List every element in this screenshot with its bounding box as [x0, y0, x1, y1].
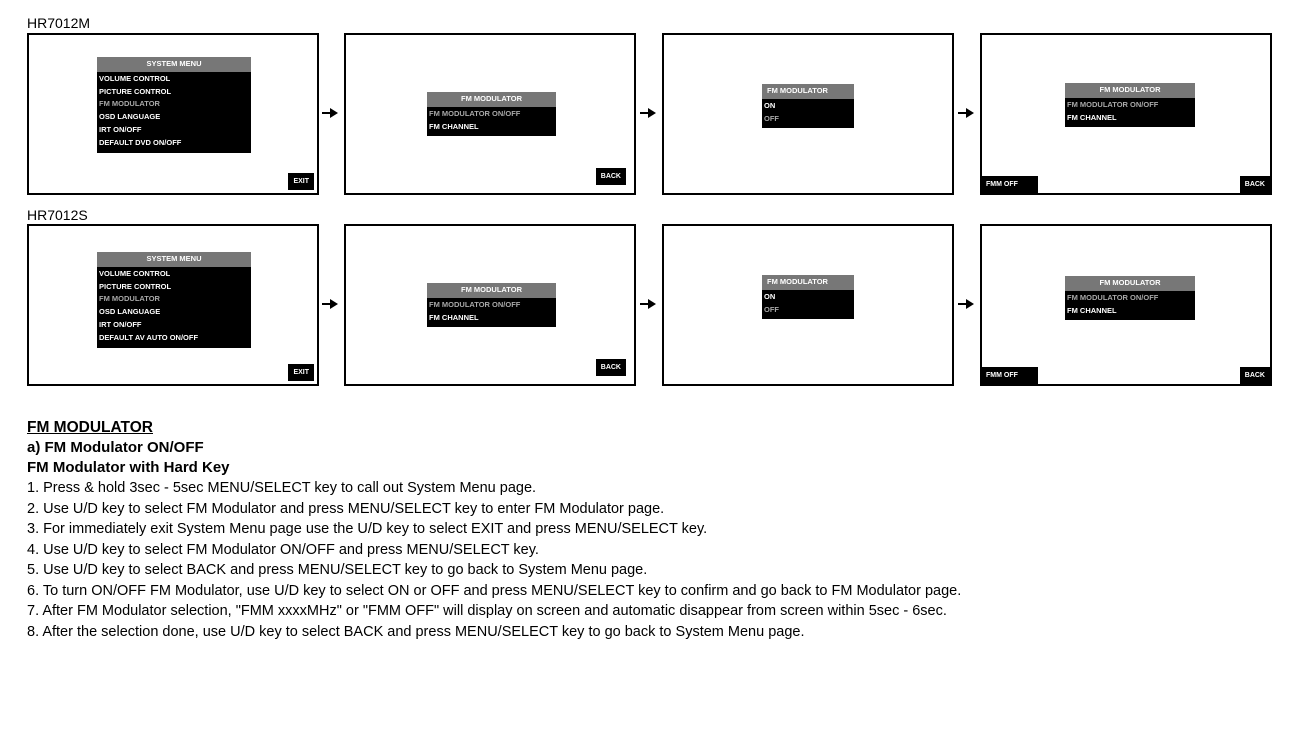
fm-modulator-title: FM MODULATOR [1065, 276, 1195, 291]
step: 7. After FM Modulator selection, "FMM xx… [27, 603, 947, 619]
screen-fm-on-off: FM MODULATOR ON OFF [662, 33, 954, 195]
step: 4. Use U/D key to select FM Modulator ON… [27, 541, 539, 558]
step: 2. Use U/D key to select FM Modulator an… [27, 500, 665, 517]
fm-modulator-panel: FM MODULATOR FM MODULATOR ON/OFF FM CHAN… [427, 283, 556, 328]
menu-item-default-av-auto[interactable]: DEFAULT AV AUTO ON/OFF [99, 332, 199, 342]
step: 5. Use U/D key to select BACK and press … [27, 562, 648, 578]
menu-item-default-dvd[interactable]: DEFAULT DVD ON/OFF [99, 137, 182, 147]
screen-system-menu: SYSTEM MENU VOLUME CONTROL PICTURE CONTR… [27, 33, 319, 195]
menu-item-off[interactable]: OFF [764, 113, 779, 123]
arrow-right-icon [958, 108, 974, 118]
step: 8. After the selection done, use U/D key… [27, 623, 805, 640]
menu-item-picture-control[interactable]: PICTURE CONTROL [99, 281, 172, 291]
menu-item-fm-channel[interactable]: FM CHANNEL [429, 312, 479, 322]
model-label-hr7012s: HR7012S [27, 207, 88, 223]
menu-item-irt-on-off[interactable]: IRT ON/OFF [99, 319, 142, 329]
back-button[interactable]: BACK [595, 359, 626, 376]
exit-button[interactable]: EXIT [288, 173, 314, 190]
fm-on-off-panel: FM MODULATOR ON OFF [762, 275, 854, 320]
menu-item-fm-modulator-on-off[interactable]: FM MODULATOR ON/OFF [1067, 292, 1159, 302]
arrow-right-icon [640, 108, 656, 118]
back-button[interactable]: BACK [595, 168, 626, 185]
fmm-status-badge: FMM OFF [982, 367, 1038, 384]
arrow-right-icon [640, 299, 656, 309]
step: 1. Press & hold 3sec - 5sec MENU/SELECT … [27, 480, 537, 496]
model-label-hr7012m: HR7012M [27, 15, 91, 31]
menu-item-volume-control[interactable]: VOLUME CONTROL [99, 73, 171, 83]
fm-modulator-panel: FM MODULATOR FM MODULATOR ON/OFF FM CHAN… [1065, 83, 1195, 128]
menu-item-fm-modulator-on-off[interactable]: FM MODULATOR ON/OFF [429, 108, 521, 118]
steps-list: 1. Press & hold 3sec - 5sec MENU/SELECT … [27, 478, 1277, 642]
fm-on-off-title: FM MODULATOR [762, 275, 854, 290]
fm-modulator-title: FM MODULATOR [427, 92, 556, 107]
screen-fm-on-off: FM MODULATOR ON OFF [662, 224, 954, 386]
screen-system-menu: SYSTEM MENU VOLUME CONTROL PICTURE CONTR… [27, 224, 319, 386]
system-menu-title: SYSTEM MENU [97, 252, 251, 267]
exit-button[interactable]: EXIT [288, 364, 314, 381]
arrow-right-icon [322, 108, 338, 118]
menu-item-osd-language[interactable]: OSD LANGUAGE [99, 112, 161, 122]
menu-item-osd-language[interactable]: OSD LANGUAGE [99, 307, 161, 317]
menu-item-fm-channel[interactable]: FM CHANNEL [429, 121, 479, 131]
instructions: FM MODULATOR a) FM Modulator ON/OFF FM M… [27, 418, 1277, 642]
section-title: FM MODULATOR [27, 419, 153, 436]
system-menu-panel: SYSTEM MENU VOLUME CONTROL PICTURE CONTR… [97, 57, 251, 153]
menu-item-picture-control[interactable]: PICTURE CONTROL [99, 86, 172, 96]
screen-fm-modulator: FM MODULATOR FM MODULATOR ON/OFF FM CHAN… [344, 224, 636, 386]
menu-item-fm-modulator[interactable]: FM MODULATOR [99, 294, 160, 304]
fm-modulator-panel: FM MODULATOR FM MODULATOR ON/OFF FM CHAN… [1065, 276, 1195, 321]
step: 3. For immediately exit System Menu page… [27, 521, 708, 537]
fm-on-off-title: FM MODULATOR [762, 84, 854, 99]
menu-item-fm-modulator-on-off[interactable]: FM MODULATOR ON/OFF [429, 299, 521, 309]
menu-item-fm-channel[interactable]: FM CHANNEL [1067, 305, 1117, 315]
arrow-right-icon [322, 299, 338, 309]
step: 6. To turn ON/OFF FM Modulator, use U/D … [27, 582, 962, 599]
back-button[interactable]: BACK [1239, 367, 1270, 384]
menu-item-fm-modulator[interactable]: FM MODULATOR [99, 99, 160, 109]
screen-fm-modulator-result: FM MODULATOR FM MODULATOR ON/OFF FM CHAN… [980, 224, 1272, 386]
menu-item-on[interactable]: ON [764, 100, 776, 110]
menu-item-fm-channel[interactable]: FM CHANNEL [1067, 112, 1117, 122]
menu-item-volume-control[interactable]: VOLUME CONTROL [99, 268, 171, 278]
subheading: FM Modulator with Hard Key [27, 459, 230, 476]
menu-item-on[interactable]: ON [764, 291, 776, 301]
back-button[interactable]: BACK [1239, 176, 1270, 193]
arrow-right-icon [958, 299, 974, 309]
fmm-status-badge: FMM OFF [982, 176, 1038, 193]
subtitle: a) FM Modulator ON/OFF [27, 439, 204, 456]
screen-fm-modulator: FM MODULATOR FM MODULATOR ON/OFF FM CHAN… [344, 33, 636, 195]
fm-modulator-title: FM MODULATOR [1065, 83, 1195, 98]
fm-on-off-panel: FM MODULATOR ON OFF [762, 84, 854, 129]
system-menu-panel: SYSTEM MENU VOLUME CONTROL PICTURE CONTR… [97, 252, 251, 348]
fm-modulator-panel: FM MODULATOR FM MODULATOR ON/OFF FM CHAN… [427, 92, 556, 137]
menu-item-fm-modulator-on-off[interactable]: FM MODULATOR ON/OFF [1067, 99, 1159, 109]
menu-item-off[interactable]: OFF [764, 304, 779, 314]
screen-fm-modulator-result: FM MODULATOR FM MODULATOR ON/OFF FM CHAN… [980, 33, 1272, 195]
menu-item-irt-on-off[interactable]: IRT ON/OFF [99, 124, 142, 134]
fm-modulator-title: FM MODULATOR [427, 283, 556, 298]
system-menu-title: SYSTEM MENU [97, 57, 251, 72]
